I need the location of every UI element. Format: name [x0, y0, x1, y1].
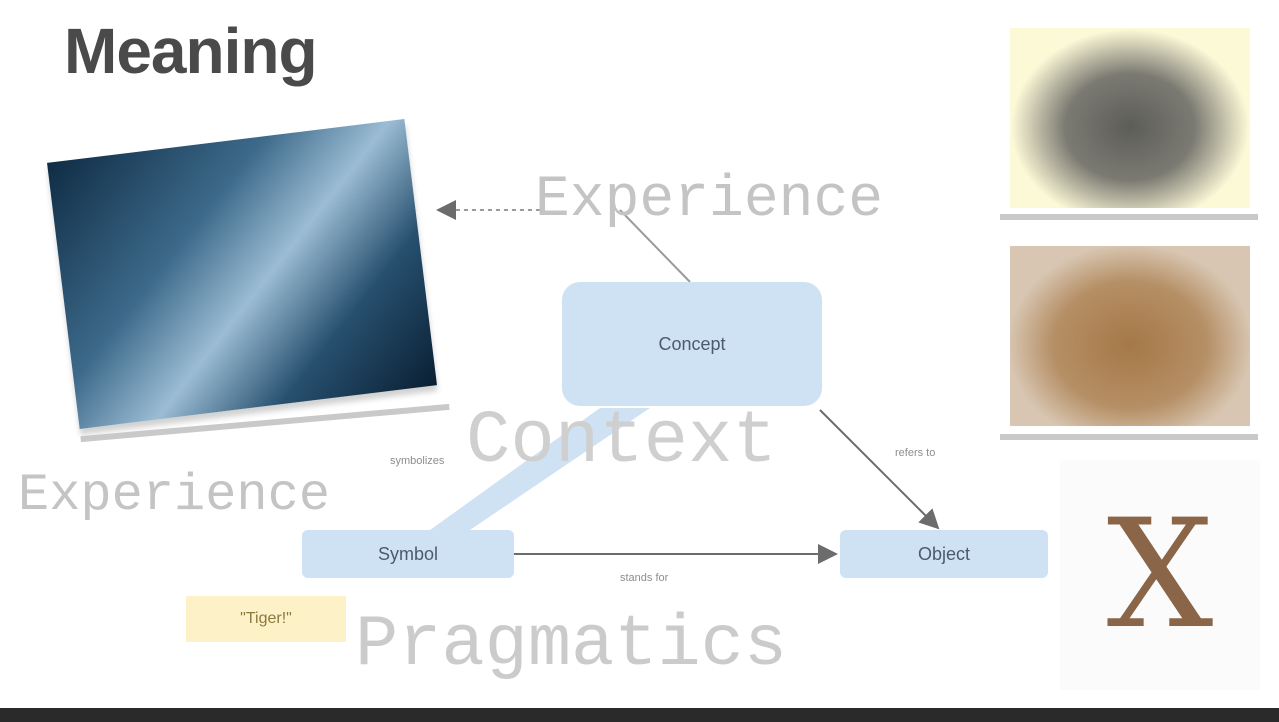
- context-label: Context: [466, 400, 777, 484]
- experience-label-left: Experience: [18, 466, 331, 525]
- experience-label-top: Experience: [535, 168, 884, 233]
- concept-experience-line: [619, 209, 691, 283]
- pragmatics-label: Pragmatics: [355, 604, 788, 686]
- tank-image-shadow: [1000, 214, 1258, 220]
- symbol-node: Symbol: [302, 530, 514, 578]
- bottom-bar: [0, 708, 1279, 722]
- concept-object-arrow: [819, 409, 940, 530]
- concept-node: Concept: [562, 282, 822, 406]
- symbol-concept-wedge: [430, 408, 650, 530]
- stands-for-label: stands for: [620, 572, 669, 584]
- tiger-image: [1010, 246, 1250, 426]
- object-node: Object: [840, 530, 1048, 578]
- letter-x: X: [1106, 488, 1214, 662]
- refers-to-label: refers to: [895, 447, 936, 459]
- symbolizes-label: symbolizes: [390, 455, 445, 467]
- slide-title: Meaning: [64, 15, 318, 87]
- sticky-note: "Tiger!": [186, 596, 346, 642]
- tank-image: [1010, 28, 1250, 208]
- letter-x-image: X: [1060, 460, 1260, 690]
- tiger-image-shadow: [1000, 434, 1258, 440]
